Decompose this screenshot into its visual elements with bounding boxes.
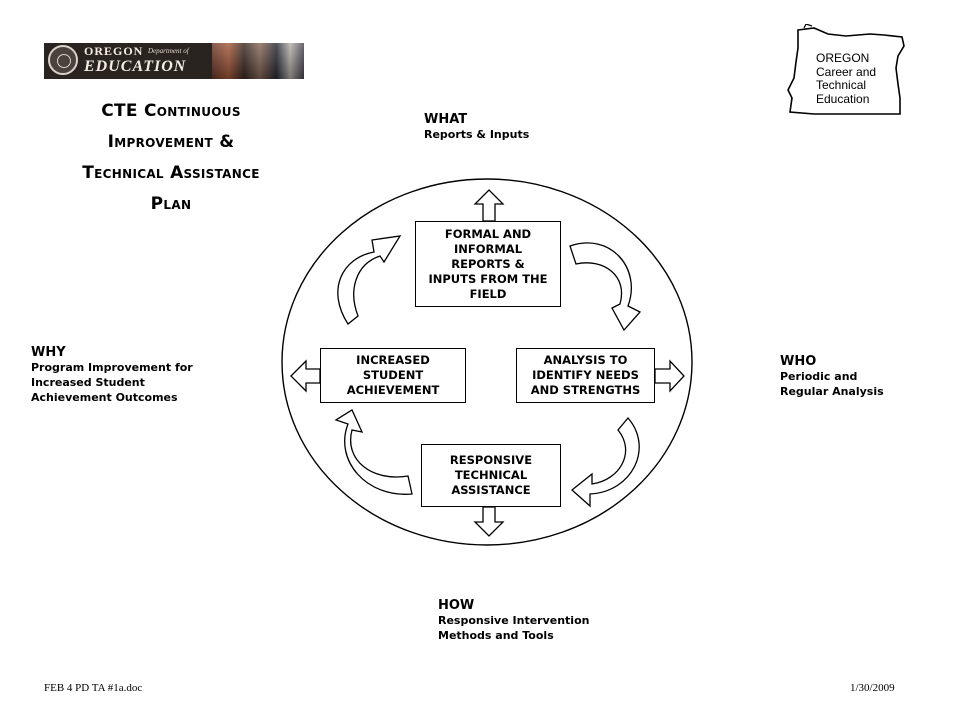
page-title: CTE Continuous Improvement & Technical A… [40, 96, 302, 220]
curved-arrow-icon [569, 242, 642, 332]
why-heading: WHY [31, 345, 66, 360]
ode-logo-education-text: EDUCATION [84, 58, 187, 75]
cycle-circle [281, 178, 693, 546]
why-subtext-line: Achievement Outcomes [31, 391, 178, 404]
cte-logo-line: Education [816, 91, 870, 106]
box-line: INFORMAL [453, 241, 523, 256]
box-line: IDENTIFY NEEDS [532, 368, 639, 382]
box-responsive-assistance: RESPONSIVE TECHNICAL ASSISTANCE [421, 444, 561, 507]
how-heading: HOW [438, 598, 475, 613]
cte-logo-line: Career and [816, 64, 877, 79]
title-line: Technical Assistance [82, 163, 260, 183]
footer-date: 1/30/2009 [850, 682, 895, 694]
who-heading: WHO [780, 354, 817, 369]
box-line: TECHNICAL [454, 468, 528, 482]
up-arrow-icon [473, 189, 505, 222]
who-subtext-line: Regular Analysis [780, 385, 884, 398]
curved-arrow-icon [334, 409, 413, 495]
box-line: FORMAL AND [444, 226, 532, 241]
what-label: WHAT Reports & Inputs [424, 112, 529, 142]
oregon-seal-icon [48, 45, 78, 75]
box-line: REPORTS & [451, 256, 525, 271]
box-formal-reports: FORMAL AND INFORMAL REPORTS & INPUTS FRO… [415, 221, 561, 307]
footer-filename: FEB 4 PD TA #1a.doc [44, 682, 143, 694]
why-subtext-line: Increased Student [31, 376, 145, 389]
how-subtext-line: Responsive Intervention [438, 614, 590, 627]
what-heading: WHAT [424, 112, 468, 127]
left-arrow-icon [290, 359, 321, 393]
box-increased-achievement: INCREASED STUDENT ACHIEVEMENT [320, 348, 466, 403]
box-line: ANALYSIS TO [543, 353, 628, 367]
oregon-map-icon [787, 24, 905, 115]
title-line: Plan [150, 194, 192, 214]
title-line: Improvement & [107, 132, 235, 152]
ode-logo: OREGON Department of EDUCATION [44, 43, 304, 79]
ode-logo-photo [212, 43, 304, 79]
why-label: WHY Program Improvement for Increased St… [31, 345, 193, 405]
box-line: STUDENT [362, 368, 424, 382]
who-label: WHO Periodic and Regular Analysis [780, 354, 884, 399]
curved-arrow-icon [337, 235, 402, 325]
cte-logo-line: Technical [816, 78, 867, 92]
what-subtext: Reports & Inputs [424, 128, 530, 141]
box-line: ASSISTANCE [451, 483, 531, 497]
how-label: HOW Responsive Intervention Methods and … [438, 598, 589, 643]
box-line: INPUTS FROM THE [428, 271, 548, 286]
who-subtext-line: Periodic and [780, 370, 858, 383]
box-line: INCREASED [356, 353, 430, 367]
right-arrow-icon [654, 359, 685, 393]
box-line: FIELD [469, 286, 507, 301]
box-line: ACHIEVEMENT [346, 383, 440, 397]
cte-logo-text: OREGON Career and Technical Education [816, 51, 894, 106]
box-analysis: ANALYSIS TO IDENTIFY NEEDS AND STRENGTHS [516, 348, 655, 403]
why-subtext-line: Program Improvement for [31, 361, 193, 374]
down-arrow-icon [473, 506, 505, 537]
cte-logo-line: OREGON [816, 51, 870, 65]
box-line: RESPONSIVE [449, 453, 533, 467]
curved-arrow-icon [570, 416, 640, 508]
title-line: CTE Continuous [101, 101, 241, 121]
ode-logo-department-text: Department of [148, 47, 189, 55]
ode-logo-oregon-text: OREGON [84, 44, 144, 58]
box-line: AND STRENGTHS [530, 383, 641, 397]
how-subtext-line: Methods and Tools [438, 629, 554, 642]
